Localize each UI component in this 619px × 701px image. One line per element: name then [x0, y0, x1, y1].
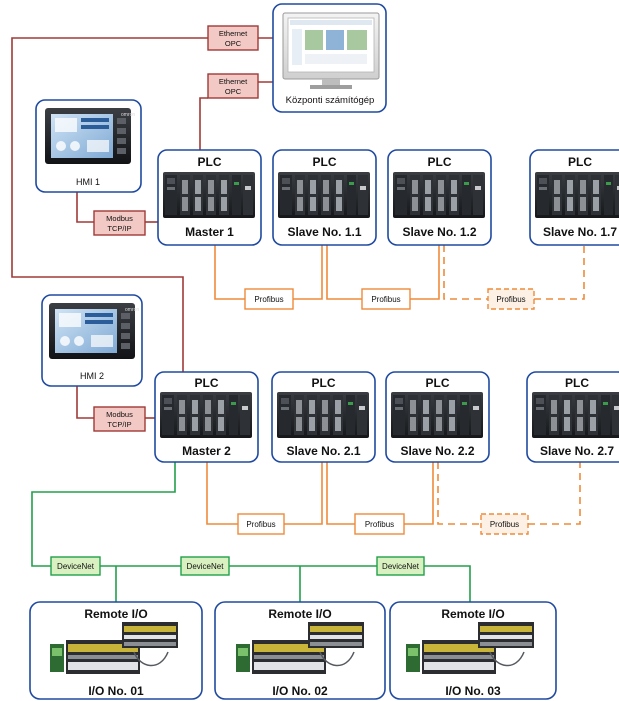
modbus-badge-1: Modbus TCP/IP	[93, 210, 146, 236]
plc-master-2[interactable]: PLC Master 2	[154, 371, 259, 463]
profibus-label: Profibus	[246, 520, 275, 529]
plc-title: PLC	[428, 155, 452, 169]
ethernet-badge-1-line1: Ethernet	[219, 29, 248, 38]
desktop-computer-icon	[282, 12, 380, 89]
profibus-badge-row2-1: Profibus	[237, 513, 285, 535]
plc-title: PLC	[195, 376, 219, 390]
modbus-badge-1-line1: Modbus	[106, 214, 133, 223]
ethernet-badge-1-line2: OPC	[225, 39, 242, 48]
hmi-2[interactable]: omron HMI 2	[41, 294, 143, 387]
profibus-badge-row1-3: Profibus	[487, 288, 535, 310]
devicenet-label: DeviceNet	[57, 562, 95, 571]
remote-io-03[interactable]: Remote I/O I/O No. 03	[389, 601, 557, 700]
plc-slave-2-7[interactable]: PLC Slave No. 2.7	[526, 371, 619, 463]
plc-name: Slave No. 2.1	[286, 444, 360, 458]
connection-lines	[11, 37, 585, 602]
ethernet-badge-2-line2: OPC	[225, 87, 242, 96]
hmi-2-brand: omron	[125, 307, 139, 313]
plc-title: PLC	[313, 155, 337, 169]
remote-io-title: Remote I/O	[268, 607, 331, 621]
devicenet-badge-3: DeviceNet	[376, 556, 425, 576]
plc-rack-icon	[163, 172, 255, 218]
plc-slave-2-1[interactable]: PLC Slave No. 2.1	[271, 371, 376, 463]
remote-io-name: I/O No. 03	[445, 684, 501, 698]
plc-slave-1-7[interactable]: PLC Slave No. 1.7	[529, 149, 619, 246]
profibus-label: Profibus	[371, 295, 400, 304]
ethernet-opc-badge-2: Ethernet OPC	[207, 73, 259, 99]
profibus-label: Profibus	[365, 520, 394, 529]
hmi-1[interactable]: omron HMI 1	[35, 99, 142, 193]
remote-io-name: I/O No. 01	[88, 684, 144, 698]
plc-slave-2-2[interactable]: PLC Slave No. 2.2	[385, 371, 490, 463]
devicenet-label: DeviceNet	[382, 562, 420, 571]
plc-title: PLC	[565, 376, 589, 390]
remote-io-name: I/O No. 02	[272, 684, 328, 698]
profibus-label: Profibus	[496, 295, 525, 304]
profibus-badge-row2-2: Profibus	[354, 513, 405, 535]
hmi-1-brand: omron	[121, 112, 135, 118]
plc-master-1[interactable]: PLC Master 1	[157, 149, 262, 246]
profibus-label: Profibus	[490, 520, 519, 529]
plc-name: Slave No. 1.7	[543, 225, 617, 239]
plc-slave-1-1[interactable]: PLC Slave No. 1.1	[272, 149, 377, 246]
profibus-line-row1-dashed	[443, 245, 585, 300]
ethernet-line-master1	[199, 97, 208, 150]
plc-name: Slave No. 2.2	[400, 444, 474, 458]
plc-name: Master 1	[185, 225, 234, 239]
central-computer-label: Központi számítógép	[286, 95, 375, 106]
ethernet-opc-badge-1: Ethernet OPC	[207, 25, 259, 51]
plc-name: Master 2	[182, 444, 231, 458]
remote-io-title: Remote I/O	[441, 607, 504, 621]
profibus-line-row2-dashed	[437, 462, 581, 525]
touch-panel-icon	[49, 303, 135, 359]
plc-title: PLC	[426, 376, 450, 390]
plc-title: PLC	[198, 155, 222, 169]
profibus-line-row1-a	[214, 245, 440, 300]
hmi-2-label: HMI 2	[80, 371, 104, 381]
ethernet-badge-2-line1: Ethernet	[219, 77, 248, 86]
remote-io-title: Remote I/O	[84, 607, 147, 621]
plc-rack-icon	[393, 172, 485, 218]
central-computer[interactable]: Központi számítógép	[272, 3, 387, 113]
hmi-1-label: HMI 1	[76, 177, 100, 187]
ethernet-line-main	[11, 37, 208, 372]
profibus-badge-row1-2: Profibus	[361, 288, 411, 310]
plc-title: PLC	[312, 376, 336, 390]
devicenet-badge-1: DeviceNet	[50, 556, 101, 576]
remote-io-01[interactable]: Remote I/O I/O No. 01	[29, 601, 203, 700]
devicenet-line	[31, 462, 471, 602]
plc-rack-icon	[391, 392, 483, 438]
plc-name: Slave No. 1.2	[402, 225, 476, 239]
profibus-badge-row1-1: Profibus	[244, 288, 294, 310]
remote-io-02[interactable]: Remote I/O I/O No. 02	[214, 601, 386, 700]
plc-rack-icon	[532, 392, 619, 438]
plc-rack-icon	[160, 392, 252, 438]
modbus-badge-1-line2: TCP/IP	[107, 224, 131, 233]
modbus-badge-2-line1: Modbus	[106, 410, 133, 419]
profibus-line-row2-a	[206, 462, 434, 525]
plc-slave-1-2[interactable]: PLC Slave No. 1.2	[387, 149, 492, 246]
modbus-line-hmi2	[76, 386, 94, 419]
plc-rack-icon	[278, 172, 370, 218]
modbus-badge-2: Modbus TCP/IP	[93, 406, 146, 432]
plc-name: Slave No. 2.7	[540, 444, 614, 458]
plc-rack-icon	[535, 172, 619, 218]
touch-panel-icon	[45, 108, 131, 164]
plc-title: PLC	[568, 155, 592, 169]
devicenet-badge-2: DeviceNet	[180, 556, 230, 576]
modbus-badge-2-line2: TCP/IP	[107, 420, 131, 429]
modbus-line-hmi1	[76, 192, 94, 223]
plc-rack-icon	[277, 392, 369, 438]
devicenet-label: DeviceNet	[187, 562, 225, 571]
profibus-label: Profibus	[254, 295, 283, 304]
profibus-badge-row2-3: Profibus	[480, 513, 529, 535]
plc-name: Slave No. 1.1	[287, 225, 361, 239]
